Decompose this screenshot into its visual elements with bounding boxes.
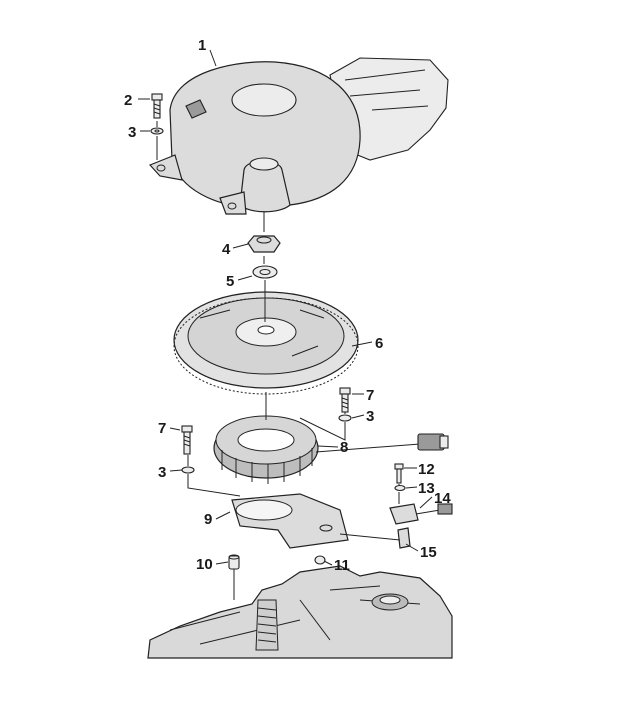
screw-12 (394, 463, 404, 484)
dowel-10 (228, 554, 240, 570)
nut-4 (247, 235, 281, 253)
washer-3-top (150, 127, 164, 135)
bolt-7-right (339, 387, 351, 413)
callout-13: 13 (418, 480, 435, 497)
stator (213, 415, 449, 484)
callout-12: 12 (418, 461, 435, 478)
callout-9: 9 (204, 511, 212, 528)
leader-lines (138, 49, 433, 566)
callout-10: 10 (196, 556, 213, 573)
callout-4: 4 (222, 241, 231, 258)
bolt-7-left (181, 425, 193, 455)
stator-base (231, 493, 349, 549)
washer-5 (252, 265, 278, 279)
callout-11: 11 (334, 557, 350, 574)
callout-3-top: 3 (128, 124, 136, 141)
washer-3-right (338, 414, 352, 422)
callout-15: 15 (420, 544, 437, 561)
sensor-14 (389, 503, 453, 525)
callout-8: 8 (340, 439, 348, 456)
callout-3-left: 3 (158, 464, 166, 481)
engine-block (147, 565, 453, 659)
flywheel-cover (148, 57, 449, 215)
assembly-guide-lines (156, 121, 401, 600)
callout-6: 6 (375, 335, 383, 352)
callout-5: 5 (226, 273, 234, 290)
bolt-2 (151, 93, 163, 119)
callout-14: 14 (434, 490, 451, 507)
callout-7-right: 7 (366, 387, 374, 404)
callout-1: 1 (198, 37, 206, 54)
callout-7-left: 7 (158, 420, 166, 437)
callout-labels: 1 2 3 4 5 6 7 3 7 8 3 12 13 14 9 15 10 1… (124, 37, 451, 574)
callout-2: 2 (124, 92, 132, 109)
washer-3-left (181, 466, 195, 474)
washer-13 (394, 484, 406, 492)
pin-11 (314, 555, 326, 565)
flywheel (173, 291, 359, 395)
callout-3-right: 3 (366, 408, 374, 425)
